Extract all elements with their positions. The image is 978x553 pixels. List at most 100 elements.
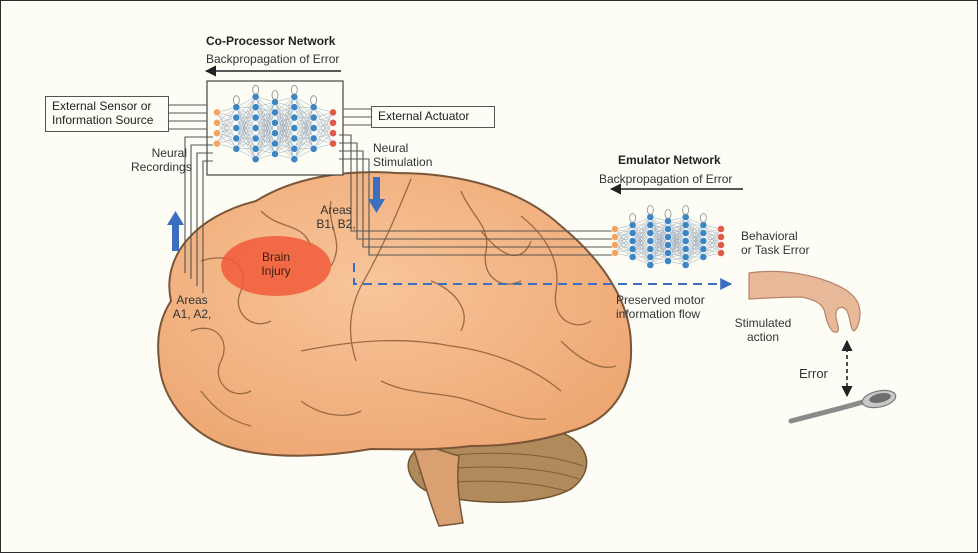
net-edge <box>632 224 651 258</box>
net-node <box>309 113 318 122</box>
net-edge <box>216 107 237 134</box>
net-node <box>271 129 279 138</box>
net-node <box>699 245 708 253</box>
net-node <box>646 245 655 253</box>
net-edge <box>650 220 669 242</box>
net-edge <box>313 133 334 149</box>
net-node <box>271 139 279 148</box>
preserved-line2: information flow <box>616 307 701 321</box>
external-sensor-line2: Information Source <box>52 113 154 127</box>
brainstem <box>409 439 464 527</box>
net-node <box>646 237 655 245</box>
net-node <box>681 261 690 269</box>
net-node <box>664 217 672 225</box>
net-edge <box>685 224 704 250</box>
neural-recordings-line2: Recordings <box>131 160 192 174</box>
net-edge <box>650 244 669 266</box>
neural-stimulation-label: Neural Stimulation <box>373 141 432 169</box>
neural-stimulation-line1: Neural <box>373 141 409 155</box>
emulator-backprop-label: Backpropagation of Error <box>599 172 733 186</box>
net-node <box>628 229 637 237</box>
net-edge <box>313 112 334 149</box>
net-node <box>232 124 241 132</box>
net-node <box>611 241 619 249</box>
net-node <box>290 103 299 112</box>
coprocessor-network-box <box>206 80 344 176</box>
preserved-motor-label: Preserved motor information flow <box>616 293 705 321</box>
net-node <box>251 134 260 143</box>
net-node <box>251 155 260 164</box>
net-recurrent-loop <box>699 213 707 223</box>
hand-illustration <box>748 270 861 333</box>
net-node <box>329 139 337 148</box>
net-node <box>309 134 318 143</box>
external-sensor-box: External Sensor or Information Source <box>45 96 169 132</box>
behavioral-line1: Behavioral <box>741 229 798 243</box>
net-edge <box>294 107 314 139</box>
net-edge <box>274 96 295 144</box>
blue-down-arrow <box>368 177 385 213</box>
net-edge <box>294 138 314 160</box>
net-edge <box>632 232 651 258</box>
net-node <box>213 129 221 138</box>
net-node <box>681 253 690 261</box>
net-edge <box>614 224 633 254</box>
net-edge <box>255 101 276 118</box>
net-edge <box>236 127 256 149</box>
areas-a-line2: A1, A2, <box>172 307 212 321</box>
external-sensor-line1: External Sensor or <box>52 99 152 113</box>
net-edge <box>685 240 704 266</box>
net-recurrent-loop <box>290 84 298 95</box>
net-node <box>717 225 725 233</box>
net-edge <box>650 236 669 266</box>
net-recurrent-loop <box>271 90 279 100</box>
error-label: Error <box>799 366 828 381</box>
net-node <box>646 253 655 261</box>
net-node <box>251 144 260 153</box>
net-node <box>232 134 241 143</box>
net-edge <box>216 127 237 144</box>
net-edge <box>255 122 276 160</box>
net-node <box>329 118 337 127</box>
areas-b-line1: Areas <box>320 203 352 217</box>
net-node <box>290 113 299 122</box>
net-node <box>699 221 708 229</box>
net-edge <box>667 240 686 262</box>
net-edge <box>632 216 651 242</box>
external-actuator-label: External Actuator <box>378 109 470 123</box>
coprocessor-title: Co-Processor Network <box>206 34 336 48</box>
net-node <box>681 213 690 221</box>
net-edge <box>236 96 256 129</box>
net-node <box>681 245 690 253</box>
net-node <box>271 108 279 117</box>
net-node <box>611 249 619 257</box>
stimulated-line1: Stimulated <box>734 316 792 330</box>
external-actuator-box: External Actuator <box>371 106 495 128</box>
net-node <box>329 129 337 138</box>
net-node <box>309 124 318 132</box>
net-edge <box>703 228 722 258</box>
net-recurrent-loop <box>646 205 654 215</box>
net-node <box>290 155 299 164</box>
net-node <box>232 103 241 112</box>
net-node <box>309 144 318 153</box>
net-node <box>628 221 637 229</box>
net-node <box>232 144 241 153</box>
net-edge <box>294 107 314 149</box>
net-node <box>717 233 725 241</box>
net-edge <box>703 228 722 250</box>
net-edge <box>667 232 686 262</box>
net-recurrent-loop <box>682 205 690 215</box>
net-node <box>628 237 637 245</box>
net-node <box>271 118 279 127</box>
net-node <box>213 139 221 148</box>
net-edge <box>685 224 704 258</box>
net-edge <box>632 216 651 234</box>
net-edge <box>216 107 237 123</box>
net-node <box>717 241 725 249</box>
net-node <box>681 237 690 245</box>
net-edge <box>274 96 295 113</box>
net-node <box>251 113 260 122</box>
net-recurrent-loop <box>252 84 260 95</box>
